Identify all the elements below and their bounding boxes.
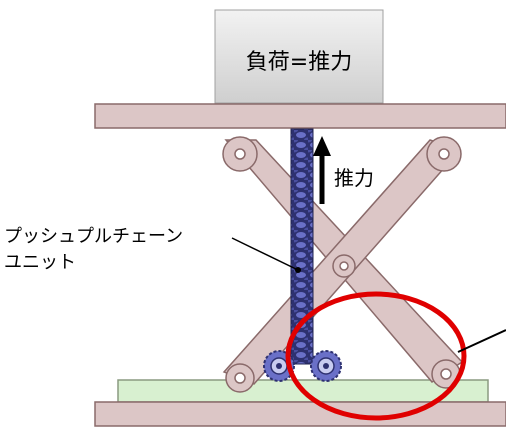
pivot-bottom-left-hole — [234, 372, 246, 384]
bottom-plate — [94, 401, 506, 427]
push-pull-chain — [290, 128, 314, 365]
sprocket-right — [310, 350, 342, 382]
chain-unit-label-line1: プッシュプルチェーン — [4, 226, 183, 247]
pivot-bottom-right-hole — [440, 368, 452, 380]
pivot-center-hole — [339, 261, 349, 271]
chain-label-leader-line — [231, 237, 299, 271]
highlight-callout-line — [457, 329, 506, 353]
thrust-arrow-head — [313, 136, 331, 156]
chain-unit-label-line2: ユニット — [4, 252, 76, 273]
load-label: 負荷=推力 — [246, 50, 352, 75]
top-plate — [94, 103, 506, 129]
highlight-circle — [285, 291, 467, 421]
thrust-label: 推力 — [334, 166, 374, 190]
load-box — [214, 9, 384, 104]
pivot-top-right-hole — [438, 148, 450, 160]
chain-label-leader-dot — [295, 267, 301, 273]
pivot-top-left-hole — [234, 148, 246, 160]
